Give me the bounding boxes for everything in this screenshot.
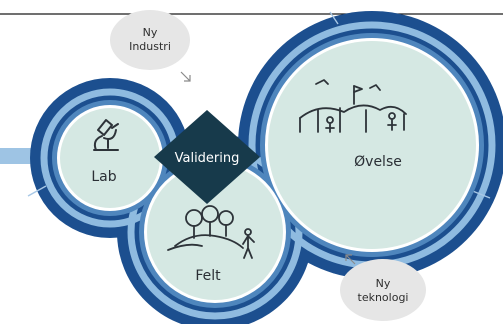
validering-label: Validering	[175, 151, 240, 166]
ny-industri-bubble: Ny Industri	[110, 10, 190, 70]
felt-circle	[147, 164, 283, 300]
field-people-icon	[167, 205, 255, 259]
lab-circle	[60, 108, 160, 208]
ny-industri-arrow	[180, 71, 191, 82]
ny-teknologi-arrow	[345, 254, 356, 265]
ovelse-circle	[268, 41, 476, 249]
ny-teknologi-line1: Ny	[376, 277, 391, 290]
ny-teknologi-bubble: Ny teknologi	[340, 259, 426, 321]
felt-label: Felt	[195, 268, 221, 284]
ovelse-label: Øvelse	[354, 154, 402, 170]
ny-industri-line2: Industri	[129, 40, 171, 53]
lab-label: Lab	[91, 169, 116, 185]
validering-node: Validering	[154, 110, 260, 204]
ny-industri-line1: Ny	[143, 26, 158, 39]
ny-teknologi-line2: teknologi	[358, 291, 409, 304]
exercise-camp-icon	[299, 79, 407, 133]
microscope-icon	[93, 119, 119, 151]
